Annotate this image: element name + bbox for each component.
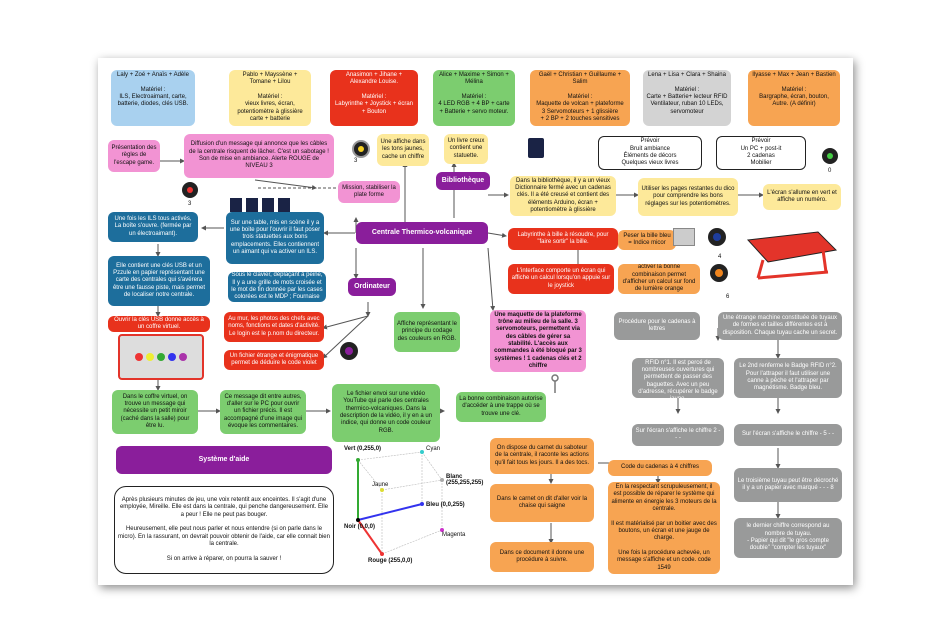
dial-icon <box>708 228 726 246</box>
deuxieme-tuyau-box: Le 2nd renferme le Badge RFID n°2. Pour … <box>734 358 842 398</box>
diffusion-box: Diffusion d'un message qui annonce que l… <box>184 134 334 178</box>
dial-icon <box>710 264 728 282</box>
systeme-aide-node: Système d'aide <box>116 446 332 474</box>
interface-box: L'interface comporte un écran qui affich… <box>508 264 614 294</box>
livre-box: Un livre creux contient une statuette. <box>444 134 488 164</box>
ce-message-box: Ce message dit entre autres, d'aller sur… <box>220 390 306 434</box>
cube-jaune-label: Jaune <box>372 482 389 488</box>
respectant-box: En la respectant scrupuleusement, il est… <box>608 482 720 574</box>
clavier-box: Sous le clavier, déplaçant à peine, Il y… <box>228 272 326 302</box>
premier-tuyau-box: Le premier renferme le badge RFID n°1. I… <box>632 358 724 398</box>
ordinateur-node: Ordinateur <box>348 278 396 296</box>
combination-dial-icon <box>822 148 838 164</box>
carnet-dit-box: Dans le carnet on dit d'aller voir la ch… <box>490 484 594 522</box>
chiffre2-box: Sur l'écran s'affiche le chiffre 2 - - - <box>632 424 724 446</box>
maquette-box: Une maquette de la plateforme trône au m… <box>490 310 586 372</box>
cube-rouge-label: Rouge (255,0,0) <box>368 558 413 564</box>
cube-bleu-label: Bleu (0,0,255) <box>426 502 465 508</box>
document-box: Dans ce document il donne une procédure … <box>490 542 594 572</box>
radioactive-barrel-icon <box>528 138 544 158</box>
cube-blanc-label: Blanc (255,255,255) <box>446 474 484 486</box>
ouvrir-usb-box: Ouvrir la clés USB donne accès à un coff… <box>108 316 210 332</box>
troisieme-tuyau-box: Le troisième tuyau peut être décroché il… <box>734 468 842 502</box>
rgb-cube-diagram: Vert (0,255,0) Cyan Blanc (255,255,255) … <box>342 446 484 578</box>
team-box-3: Anasimon + Jihane + Alexandre Louise. Ma… <box>330 70 418 126</box>
aide-text-box: Après plusieurs minutes de jeu, une voix… <box>114 486 334 574</box>
scale-icon <box>673 228 695 246</box>
presentation-box: Présentation des règles de l'escape game… <box>108 140 160 172</box>
coffre-box: Dans le coffre virtuel, on trouve un mes… <box>112 390 198 434</box>
connectors <box>150 158 781 544</box>
dial-icon <box>182 182 198 198</box>
procedure-box: Procédure pour le cadenas à lettres <box>614 312 700 340</box>
chiffre5-box: Sur l'écran s'affiche le chiffre - 5 - - <box>734 424 842 446</box>
affiche-rgb-box: Affiche représentant le principe du coda… <box>394 312 460 352</box>
ecran-num-box: L'écran s'allume en vert et affiche un n… <box>763 184 841 210</box>
puzzle-dial-icon <box>352 140 370 158</box>
table-box: Sur une table, mis en scène il y a une b… <box>226 212 324 264</box>
platform-icon <box>738 230 838 280</box>
labyrinthe-box: Labyrinthe à bille à résoudre, pour "fai… <box>508 228 618 250</box>
team-box-1: Laly + Zoé + Anaïs + Adèle Matériel : IL… <box>111 70 195 126</box>
fichier-etrange-box: Un fichier étrange et énigmatique permet… <box>224 350 324 370</box>
key-icon <box>550 374 560 394</box>
number-label: 0 <box>828 168 832 174</box>
number-label: 4 <box>718 254 722 260</box>
number-label: 6 <box>726 294 730 300</box>
mind-map-sheet: Laly + Zoé + Anaïs + Adèle Matériel : IL… <box>98 58 853 585</box>
prevoir-box-1: Prévoir Bruit ambiance Éléments de décor… <box>598 136 702 170</box>
number-label: 3 <box>354 158 358 164</box>
combinaison-box: La bonne combinaison autorise d'accéder … <box>456 392 546 422</box>
cle-usb-box: Elle contient une clés USB et un Pzzule … <box>108 256 210 306</box>
prevoir-box-2: Prévoir Un PC + post-it 2 cadenas Mobili… <box>716 136 806 170</box>
dernier-chiffre-box: le dernier chiffre correspond au nombre … <box>734 518 842 558</box>
carnet-box: On dispose du carnet du saboteur de la c… <box>490 438 594 474</box>
virtual-safe-image <box>118 334 204 380</box>
bibli-text-box: Dans la bibliothèque, il y a un vieux Di… <box>510 176 616 216</box>
cube-vert-label: Vert (0,255,0) <box>344 446 382 452</box>
peser-box: Peser la bille bleu = Indice micor <box>618 230 676 250</box>
etrange-machine-box: Une étrange machine constituée de tuyaux… <box>718 312 842 340</box>
mur-box: Au mur, les photos des chefs avec noms, … <box>224 312 324 342</box>
cube-magenta-label: Magenta <box>442 532 466 538</box>
bibliotheque-node: Bibliothèque <box>436 172 490 190</box>
barrels-icons <box>230 198 312 212</box>
video-box: Le fichier envoi sur une vidéo YouTube q… <box>332 384 440 442</box>
cube-cyan-label: Cyan <box>426 446 441 452</box>
dial-icon <box>340 342 358 360</box>
team-box-6: Lena + Lisa + Clara + Shaina Matériel : … <box>643 70 731 126</box>
code-cadenas-box: Code du cadenas à 4 chiffres <box>608 460 712 476</box>
number-label: 3 <box>188 201 192 207</box>
centrale-node: Centrale Thermico-volcanique <box>356 222 488 244</box>
team-box-4: Alice + Maxime + Simon + Mélina Matériel… <box>433 70 515 126</box>
team-box-2: Pablo + Mayssène + Tomane + Lilou Matéri… <box>229 70 311 126</box>
affiche-box: Une affiche dans les tons jaunes, cache … <box>377 134 429 166</box>
team-box-7: Ilyasse + Max + Jean + Bastien Matériel … <box>748 70 840 126</box>
dico-box: Utiliser les pages restantes du dico pou… <box>638 178 738 216</box>
cube-noir-label: Noir (0,0,0) <box>344 524 376 530</box>
team-box-5: Gaël + Christian + Guillaume + Salim Mat… <box>530 70 630 126</box>
ils-box: Une fois les ILS tous activés, La boîte … <box>108 212 198 242</box>
mission-box: Mission, stabiliser la plate forme <box>338 181 400 203</box>
activer-box: activer la bonne combinaison permet d'af… <box>618 264 700 294</box>
